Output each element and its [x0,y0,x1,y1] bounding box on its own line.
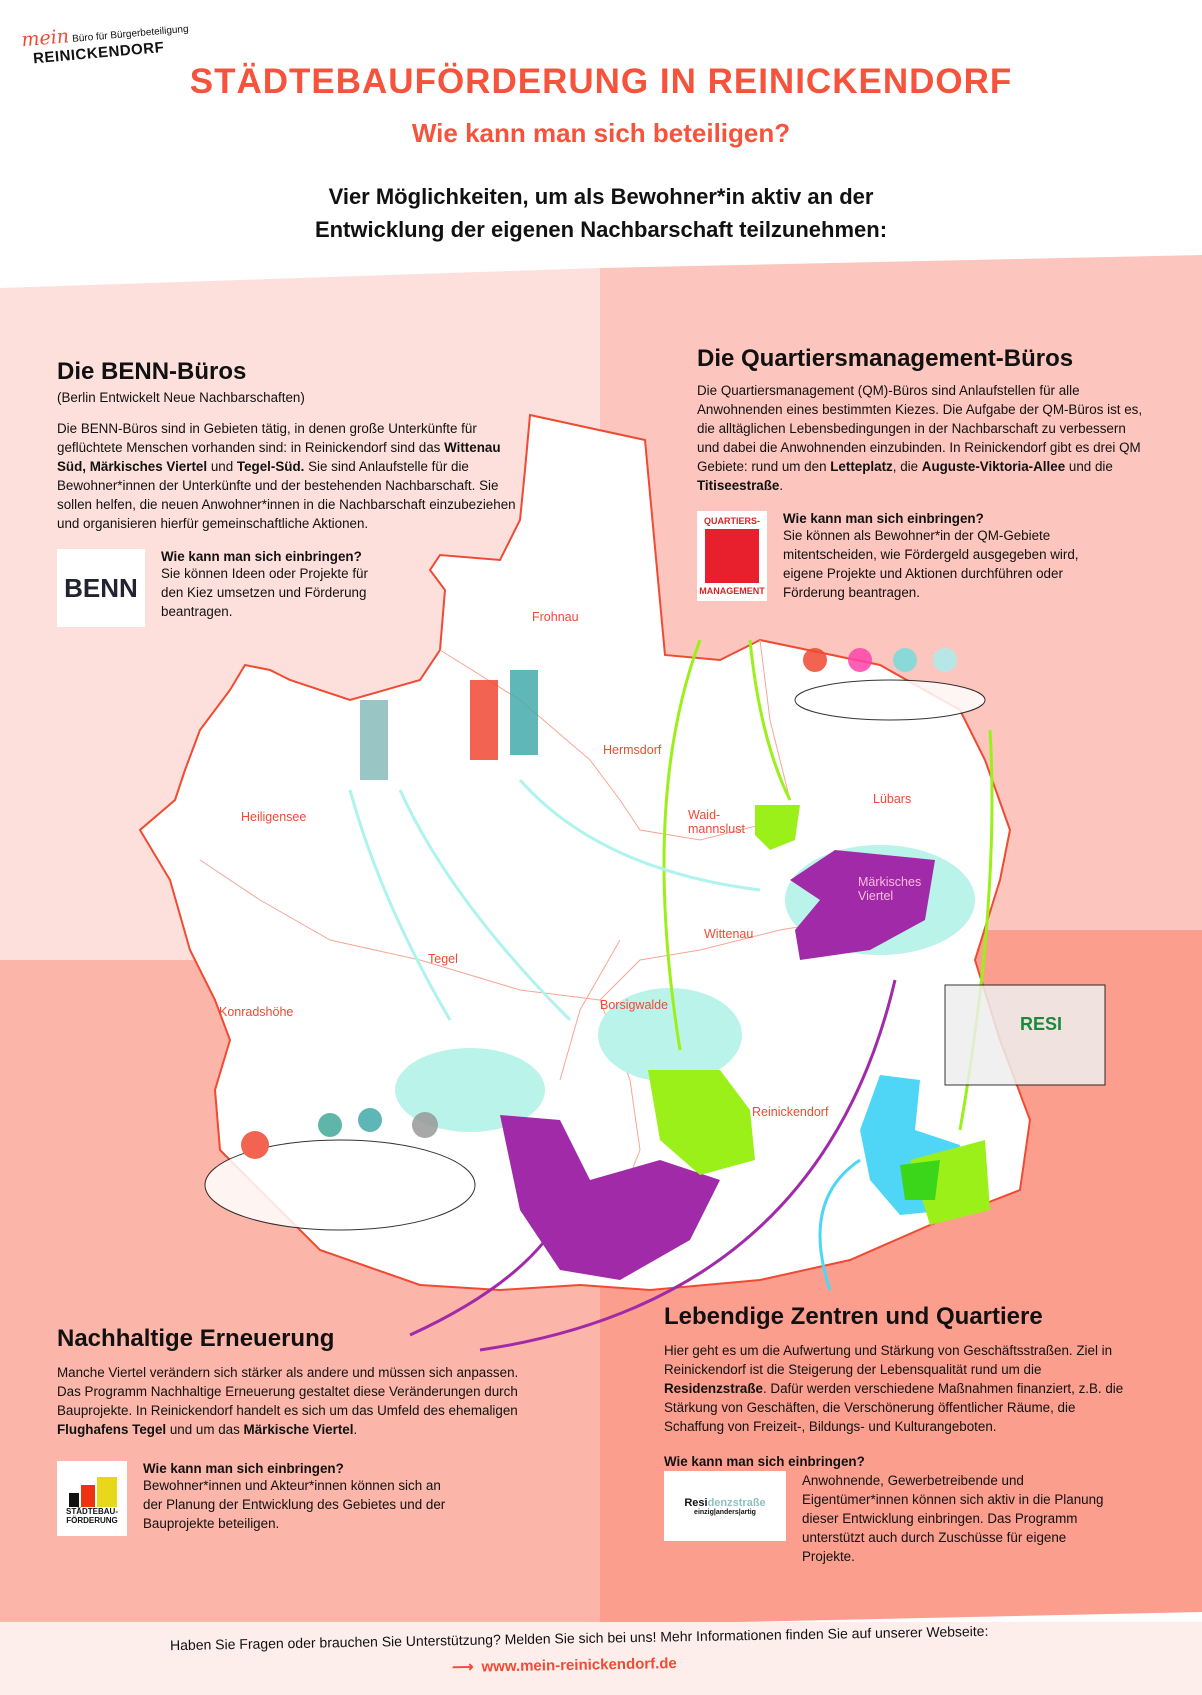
page-subtitle: Wie kann man sich beteiligen? [411,118,791,148]
district-hermsdorf: Hermsdorf [603,743,662,757]
district-luebars: Lübars [873,792,912,806]
district-konradshoehe: Konradshöhe [219,1005,294,1019]
district-wittenau: Wittenau [704,927,754,941]
district-reinickendorf: Reinickendorf [752,1105,829,1119]
section-benn: Die BENN-Büros (Berlin Entwickelt Neue N… [57,358,527,627]
district-frohnau: Frohnau [532,610,579,624]
map-outline [138,413,1032,1292]
page-title: STÄDTEBAUFÖRDERUNG IN REINICKENDORF [189,62,1013,101]
district-maerkisches-viertel: Märkisches Viertel [858,875,922,903]
intro: Vier Möglichkeiten, um als Bewohner*in a… [314,184,888,242]
website-link[interactable]: www.mein-reinickendorf.de [481,1655,677,1676]
staedtebaufoerderung-logo: STÄDTEBAU-FÖRDERUNG [57,1461,127,1536]
letteplatz-qm [648,1070,755,1175]
residenzstrasse-logo: Residenzstraße einzig|anders|artig [664,1471,786,1541]
section-nachhaltige-erneuerung: Nachhaltige Erneuerung Manche Viertel ve… [57,1325,527,1536]
quartiersmanagement-logo: QUARTIERS-MANAGEMENT [697,511,767,601]
tegel-area [500,1115,720,1280]
maerkisches-viertel-area [790,850,935,960]
section-quartiersmanagement: Die Quartiersmanagement-Büros Die Quarti… [697,345,1143,601]
waidmannslust-qm [755,805,800,850]
footer: Haben Sie Fragen oder brauchen Sie Unter… [0,1622,1202,1695]
resi-shop-sign: RESI [1020,1014,1062,1034]
people-illustration [204,648,1106,1231]
district-tegel: Tegel [428,952,458,966]
section-lebendige-zentren: Lebendige Zentren und Quartiere Hier geh… [664,1303,1124,1564]
arrow-right-icon: ⟶ [451,1658,474,1676]
district-waidmannslust: Waid-mannslust [688,808,745,836]
district-heiligensee: Heiligensee [241,810,307,824]
district-borsigwalde: Borsigwalde [600,998,669,1012]
benn-logo: BENN [57,549,145,627]
